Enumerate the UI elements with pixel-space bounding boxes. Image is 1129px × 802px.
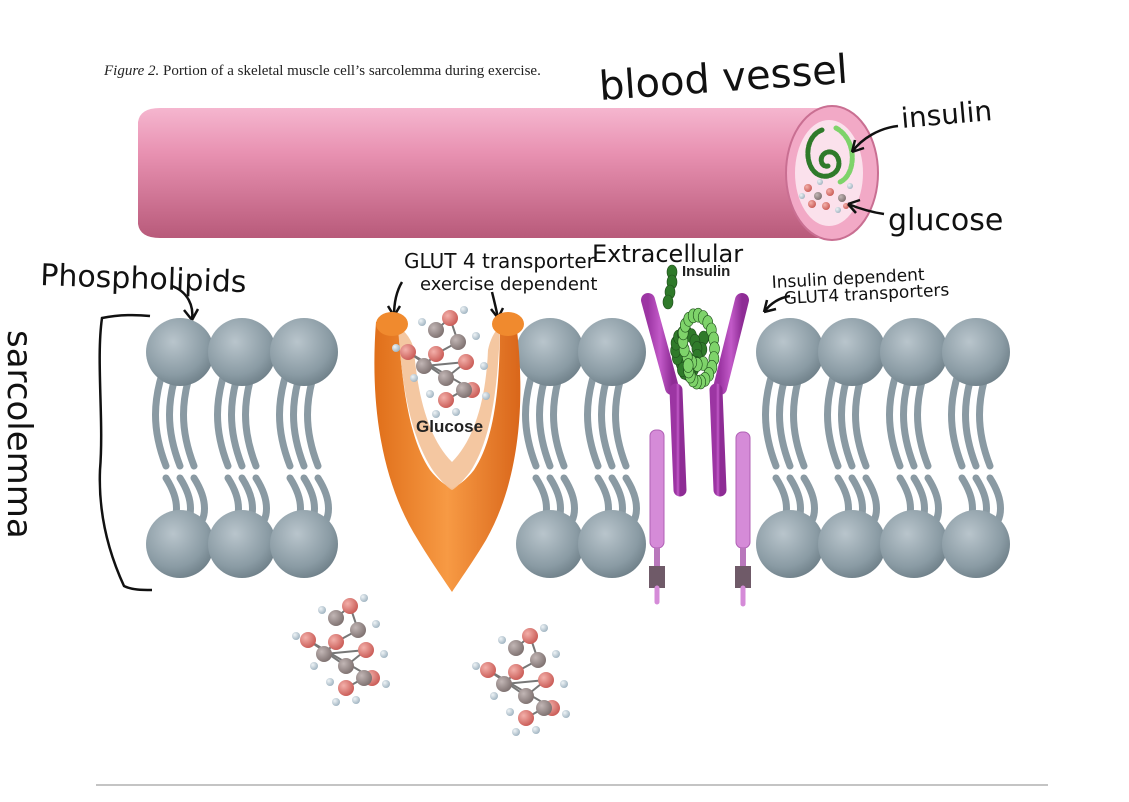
phospholipid-head-top bbox=[270, 318, 338, 386]
glucose-arrow-head bbox=[847, 198, 861, 214]
phospholipid-head-bottom bbox=[270, 510, 338, 578]
phospholipid-head-top bbox=[818, 318, 886, 386]
figure-caption: Figure 2. Portion of a skeletal muscle c… bbox=[103, 63, 541, 79]
phospholipid-head-top bbox=[880, 318, 948, 386]
figure-caption-text: Portion of a skeletal muscle cell’s sarc… bbox=[163, 63, 541, 79]
phospholipid-head-bottom bbox=[880, 510, 948, 578]
glucose-molecule-intracellular-1 bbox=[292, 594, 390, 706]
phospholipid-tails bbox=[948, 358, 1004, 534]
phospholipid-tails bbox=[522, 358, 578, 534]
phospholipid-head-bottom bbox=[516, 510, 584, 578]
glut4-transporter: Glucose bbox=[374, 312, 524, 592]
phospholipid-head-top bbox=[146, 318, 214, 386]
phospholipid-tails bbox=[762, 358, 818, 534]
phospholipid-head-top bbox=[942, 318, 1010, 386]
phospholipid-tails bbox=[824, 358, 880, 534]
glut4-annotation-line1: GLUT 4 transporter bbox=[404, 249, 596, 273]
phospholipid-head-top bbox=[578, 318, 646, 386]
extracellular-annotation: Extracellular bbox=[592, 240, 743, 268]
phospholipid-head-top bbox=[756, 318, 824, 386]
phospholipid-tails bbox=[584, 358, 640, 534]
glucose-molecule-in-transporter bbox=[392, 306, 490, 418]
phospholipid-tails bbox=[886, 358, 942, 534]
phospholipids-arrow bbox=[171, 284, 194, 321]
insulin-molecule: Insulin bbox=[662, 263, 730, 390]
phospholipid-head-bottom bbox=[756, 510, 824, 578]
insulin-receptor bbox=[641, 293, 751, 607]
glucose-label: Glucose bbox=[416, 417, 483, 436]
phospholipids-arrow-head bbox=[183, 308, 200, 321]
phospholipid-head-top bbox=[516, 318, 584, 386]
insulin-dependent-arrow-head bbox=[762, 299, 777, 314]
insulin-label: Insulin bbox=[682, 263, 730, 280]
vessel-insulin-spiral bbox=[805, 125, 855, 185]
glucose-annotation: glucose bbox=[888, 203, 1003, 238]
insulin-arrow-head bbox=[850, 139, 865, 154]
vessel-glucose-dots bbox=[799, 179, 853, 213]
phospholipid-head-bottom bbox=[578, 510, 646, 578]
phospholipid-tails bbox=[276, 358, 332, 534]
figure-label: Figure 2. bbox=[103, 63, 159, 79]
blood-vessel bbox=[138, 105, 879, 241]
sarcolemma-bracket bbox=[98, 313, 153, 592]
phospholipid-head-bottom bbox=[208, 510, 276, 578]
phospholipids-annotation: Phospholipids bbox=[40, 258, 247, 300]
insulin-annotation: insulin bbox=[900, 94, 994, 135]
blood-vessel-annotation: blood vessel bbox=[597, 47, 849, 110]
glut4-annotation-line2: exercise dependent bbox=[420, 274, 597, 295]
phospholipid-bilayer bbox=[146, 318, 1010, 578]
phospholipid-head-bottom bbox=[146, 510, 214, 578]
glucose-molecule-intracellular-2 bbox=[472, 624, 570, 736]
sarcolemma-annotation: sarcolemma bbox=[0, 330, 39, 539]
insulin-arrow bbox=[850, 124, 899, 153]
glucose-arrow bbox=[847, 202, 885, 216]
phospholipid-head-top bbox=[208, 318, 276, 386]
phospholipid-tails bbox=[152, 358, 208, 534]
phospholipid-head-bottom bbox=[818, 510, 886, 578]
phospholipid-tails bbox=[214, 358, 270, 534]
phospholipid-head-bottom bbox=[942, 510, 1010, 578]
